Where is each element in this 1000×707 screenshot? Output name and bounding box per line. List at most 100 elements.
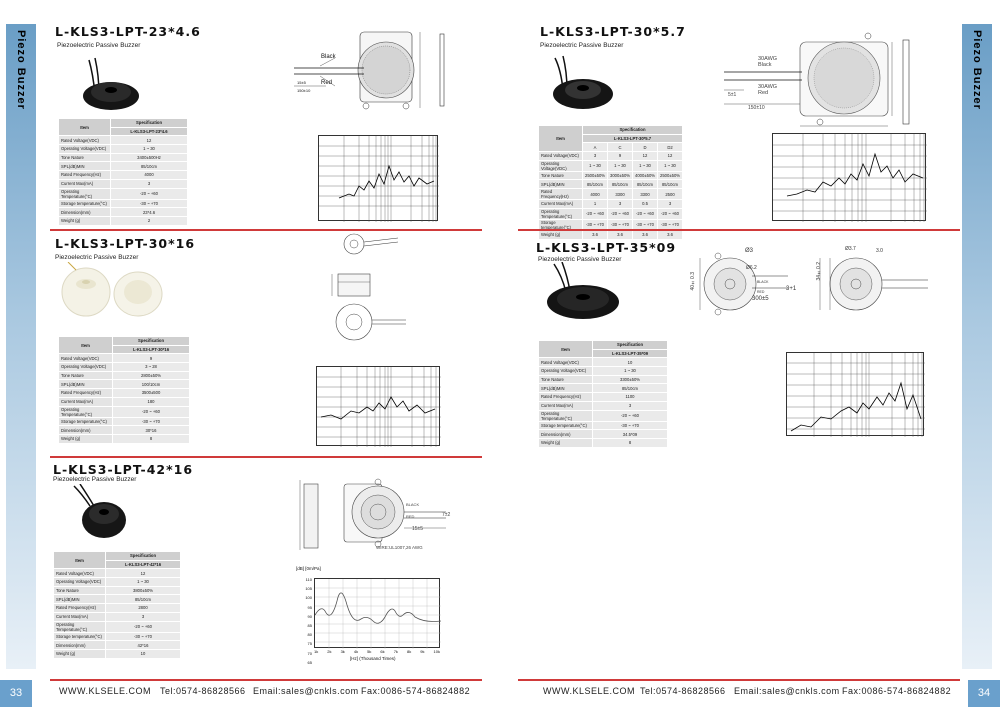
xtick: 10k (433, 649, 440, 654)
spec-value: 85/10cm (592, 383, 668, 394)
spec-value: 23*4.6 (110, 207, 188, 217)
chart-xlabel: [Hz] (Thousand Times) (350, 656, 396, 661)
variant-header: A (582, 142, 608, 153)
side-tab-label: Piezo Buzzer (15, 30, 27, 110)
chart-yticks: 110 105 100 95 90 85 80 75 70 65 (302, 575, 312, 667)
chart-ylabel: [dB] [0m/Pa] (296, 566, 321, 571)
spec-value: 10 (592, 357, 668, 368)
spec-key: Rated Frequency(Hz) (538, 392, 593, 402)
buzzer-photo (547, 262, 619, 319)
spec-value: -20 ~ +60 (632, 207, 658, 220)
frequency-response-chart (786, 352, 925, 437)
spec-value: 1100 (592, 392, 668, 402)
drawing-label: BLACK (406, 502, 420, 507)
drawing-label: 15±5 (412, 526, 424, 532)
spec-value: 3000±50% (607, 170, 633, 181)
spec-value: 1 ~ 30 (607, 159, 633, 172)
drawing-label: 3+1 (786, 286, 797, 292)
product-title: L-KLS3-LPT-30*5.7 (540, 24, 686, 39)
footer-tel: Tel:0574-86828566 (160, 686, 246, 696)
spec-value: 0.5 (632, 199, 658, 209)
spec-key: Tone Nature (58, 152, 111, 163)
spec-value: 12 (105, 568, 181, 579)
product-subtitle: Piezoelectric Passive Buzzer (55, 254, 139, 261)
spec-value: 8 (112, 433, 190, 444)
drawing-label: 40±0.3 (690, 272, 696, 291)
spec-value: 85/10cm (632, 179, 658, 190)
spec-value: 3400±500Hz (110, 152, 188, 163)
spec-value: 3500±500 (112, 388, 190, 398)
spec-value: 12 (657, 151, 683, 161)
buzzer-photo (553, 55, 613, 109)
footer-email[interactable]: Email:sales@cnkls.com (253, 686, 359, 696)
spec-key: Dimension(mm) (53, 640, 106, 650)
spec-key: Tone Nature (53, 585, 106, 596)
footer-website[interactable]: WWW.KLSELE.COM (543, 686, 636, 696)
product-title: L-KLS3-LPT-42*16 (53, 462, 194, 477)
ytick: 65 (307, 659, 312, 665)
spec-value: 3 (105, 611, 181, 622)
spec-value: -30 ~ +70 (592, 420, 668, 431)
spec-header: Specification (110, 118, 188, 128)
spec-key: Storage temperature(°C) (58, 198, 111, 209)
spec-value: 2 (110, 215, 188, 226)
ytick: 95 (307, 604, 312, 610)
spec-key: Operating Temperature(°C) (58, 405, 113, 418)
product-title: L-KLS3-LPT-35*09 (536, 240, 677, 255)
xtick: 2k (327, 649, 332, 654)
spec-value: 1 ~ 30 (110, 144, 188, 154)
product-subtitle: Piezoelectric Passive Buzzer (53, 476, 137, 483)
spec-value: 3.6 (657, 229, 683, 240)
item-header: Item (53, 550, 106, 570)
spec-value: 3800±50% (105, 585, 181, 596)
spec-key: SPL(dB)MIN (53, 594, 106, 605)
spec-value: -30 ~ +70 (112, 416, 190, 427)
spl-frequency-chart (314, 578, 441, 649)
spec-value: 3 (657, 199, 683, 209)
spec-value: 3.6 (607, 229, 633, 240)
side-tab-left: Piezo Buzzer (6, 24, 36, 669)
ytick: 85 (307, 623, 312, 629)
spec-value: 12 (110, 135, 188, 146)
ytick: 110 (305, 577, 312, 582)
variant-header: D (632, 142, 658, 153)
product-title: L-KLS3-LPT-30*16 (55, 236, 196, 251)
drawing-label: 15±5 (297, 80, 306, 85)
spec-key: Rated Voltage(VDC) (58, 135, 111, 146)
footer-fax: Fax:0086-574-86824882 (842, 686, 952, 696)
spec-value: 3 (110, 178, 188, 189)
drawing-label: Ø3.7 (845, 246, 856, 252)
spec-value: 3300±50% (592, 374, 668, 385)
model-header: L-KLS3-LPT-30*16 (112, 344, 190, 355)
chart-grid (317, 367, 441, 447)
spec-key: Current Max(mA) (53, 611, 106, 622)
spec-value: 85/10cm (582, 179, 608, 190)
model-header: L-KLS3-LPT-42*16 (105, 559, 181, 570)
spec-key: Operating Voltage(VDC) (538, 159, 583, 172)
spec-key: Current Max(mA) (58, 178, 111, 189)
footer-email[interactable]: Email:sales@cnkls.com (734, 686, 840, 696)
spec-key: Tone Nature (538, 374, 593, 385)
chart-grid (319, 136, 439, 222)
dimension-drawing (331, 233, 406, 341)
item-header: Item (58, 335, 113, 355)
dimension-drawing (699, 252, 928, 316)
chart-xticks: 1k 2k 3k 4k 5k 6k 7k 8k 9k 10k (314, 649, 440, 654)
spec-value: 9 (112, 353, 190, 364)
drawing-label: Ø6.2 (746, 265, 757, 271)
spec-key: SPL(dB)MIN (58, 161, 111, 172)
section-divider (518, 229, 960, 231)
variant-header: C (607, 142, 633, 153)
product-title: L-KLS3-LPT-23*4.6 (55, 24, 201, 39)
footer-divider (518, 679, 960, 681)
footer-divider (50, 679, 482, 681)
product-subtitle: Piezoelectric Passive Buzzer (540, 42, 624, 49)
spec-value: 1 ~ 30 (105, 577, 181, 587)
xtick: 4k (353, 649, 359, 654)
spec-value: 1 ~ 30 (632, 159, 658, 172)
item-header: Item (538, 339, 593, 359)
footer-website[interactable]: WWW.KLSELE.COM (59, 686, 152, 696)
spec-key: SPL(dB)MIN (58, 379, 113, 390)
spec-value: 3 ~ 28 (112, 362, 190, 372)
